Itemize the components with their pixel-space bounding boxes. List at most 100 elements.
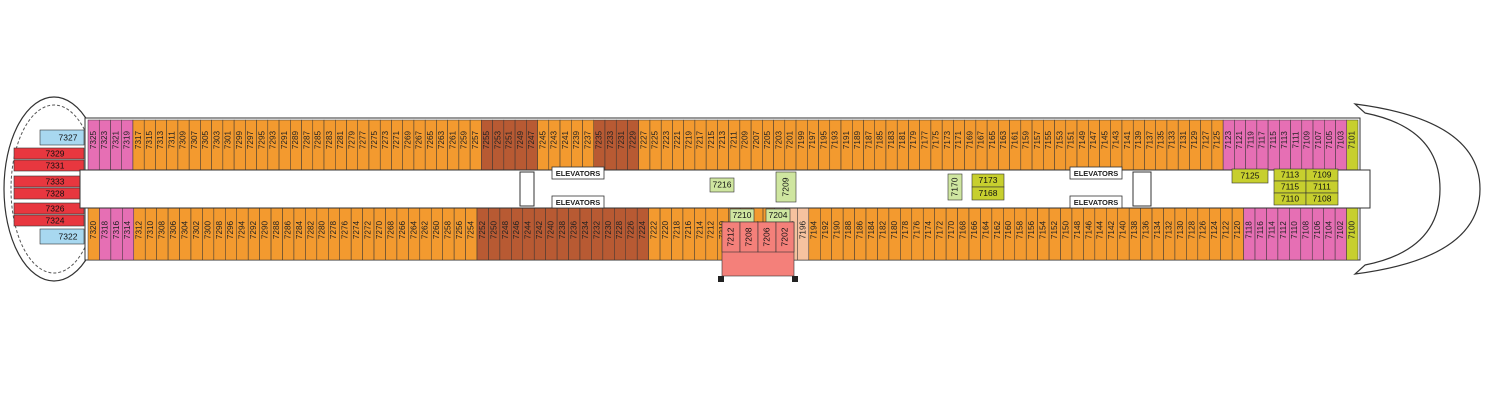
cabin-7107[interactable]: 7107	[1312, 119, 1325, 171]
cabin-7215[interactable]: 7215	[705, 119, 718, 171]
cabin-7305[interactable]: 7305	[200, 119, 212, 171]
cabin-7151[interactable]: 7151	[1065, 119, 1078, 171]
cabin-7307[interactable]: 7307	[188, 119, 201, 171]
cabin-7279[interactable]: 7279	[346, 119, 358, 171]
cabin-7265[interactable]: 7265	[424, 119, 437, 171]
cabin-7105[interactable]: 7105	[1324, 119, 1336, 171]
cabin-7100[interactable]: 7100	[1346, 207, 1359, 261]
cabin-7162[interactable]: 7162	[991, 207, 1004, 261]
cabin-7263[interactable]: 7263	[436, 119, 448, 171]
cabin-7197[interactable]: 7197	[807, 119, 819, 171]
cabin-7290[interactable]: 7290	[259, 207, 272, 261]
cabin-7187[interactable]: 7187	[863, 119, 875, 171]
cabin-7214[interactable]: 7214	[694, 207, 707, 261]
cabin-7170[interactable]: 7170	[947, 173, 963, 201]
cabin-7311[interactable]: 7311	[166, 119, 179, 171]
cabin-7103[interactable]: 7103	[1335, 119, 1348, 171]
suite-7322[interactable]: 7322	[39, 228, 85, 245]
cabin-7211[interactable]: 7211	[728, 119, 741, 171]
cabin-7180[interactable]: 7180	[888, 207, 901, 261]
cabin-7220[interactable]: 7220	[659, 207, 672, 261]
cabin-7313[interactable]: 7313	[155, 119, 167, 171]
cabin-7186[interactable]: 7186	[854, 207, 867, 261]
cabin-7276[interactable]: 7276	[339, 207, 352, 261]
cabin-7178[interactable]: 7178	[900, 207, 913, 261]
cabin-7176[interactable]: 7176	[911, 207, 924, 261]
cabin-7192[interactable]: 7192	[820, 207, 832, 261]
cabin-7292[interactable]: 7292	[247, 207, 260, 261]
cabin-7116[interactable]: 7116	[1254, 207, 1267, 261]
cabin-7115[interactable]: 7115	[1267, 119, 1280, 171]
cabin-7174[interactable]: 7174	[922, 207, 935, 261]
cabin-7152[interactable]: 7152	[1048, 207, 1061, 261]
cabin-7138[interactable]: 7138	[1128, 207, 1141, 261]
cabin-7226[interactable]: 7226	[625, 207, 638, 261]
cabin-7316[interactable]: 7316	[110, 207, 123, 261]
cabin-7280[interactable]: 7280	[316, 207, 329, 261]
cabin-7267[interactable]: 7267	[413, 119, 426, 171]
cabin-7125[interactable]: 7125	[1211, 119, 1224, 171]
cabin-7244[interactable]: 7244	[522, 207, 535, 261]
cabin-7300[interactable]: 7300	[202, 207, 215, 261]
cabin-7247[interactable]: 7247	[526, 119, 538, 171]
cabin-7131[interactable]: 7131	[1177, 119, 1190, 171]
cabin-7158[interactable]: 7158	[1014, 207, 1027, 261]
cabin-7146[interactable]: 7146	[1083, 207, 1096, 261]
cabin-7254[interactable]: 7254	[465, 207, 478, 261]
cabin-7166[interactable]: 7166	[968, 207, 981, 261]
cabin-7319[interactable]: 7319	[121, 119, 134, 171]
cabin-7177[interactable]: 7177	[919, 119, 932, 171]
cabin-7288[interactable]: 7288	[270, 207, 283, 261]
cabin-7156[interactable]: 7156	[1025, 207, 1038, 261]
cabin-7155[interactable]: 7155	[1043, 119, 1055, 171]
cabin-7175[interactable]: 7175	[930, 119, 943, 171]
cabin-7168[interactable]: 7168	[971, 186, 1005, 201]
cabin-7108[interactable]: 7108	[1300, 207, 1313, 261]
cabin-7115[interactable]: 7115	[1273, 180, 1307, 194]
cabin-7248[interactable]: 7248	[499, 207, 512, 261]
cabin-7262[interactable]: 7262	[419, 207, 432, 261]
cabin-7231[interactable]: 7231	[615, 119, 628, 171]
cabin-7124[interactable]: 7124	[1209, 207, 1221, 261]
cabin-7168[interactable]: 7168	[957, 207, 970, 261]
cabin-7205[interactable]: 7205	[762, 119, 774, 171]
cabin-7104[interactable]: 7104	[1323, 207, 1336, 261]
cabin-7310[interactable]: 7310	[144, 207, 157, 261]
cabin-7110[interactable]: 7110	[1289, 207, 1302, 261]
cabin-7188[interactable]: 7188	[842, 207, 855, 261]
cabin-7249[interactable]: 7249	[514, 119, 527, 171]
suite-7333[interactable]: 7333	[13, 175, 85, 188]
cabin-7209[interactable]: 7209	[739, 119, 752, 171]
cabin-7185[interactable]: 7185	[874, 119, 887, 171]
cabin-7210[interactable]: 7210	[729, 208, 755, 223]
cabin-7182[interactable]: 7182	[877, 207, 890, 261]
cabin-7110[interactable]: 7110	[1273, 192, 1307, 206]
cabin-7128[interactable]: 7128	[1186, 207, 1199, 261]
cabin-7179[interactable]: 7179	[908, 119, 920, 171]
cabin-7160[interactable]: 7160	[1003, 207, 1016, 261]
cabin-7235[interactable]: 7235	[593, 119, 606, 171]
cabin-7291[interactable]: 7291	[278, 119, 291, 171]
cabin-7309[interactable]: 7309	[177, 119, 190, 171]
cabin-7136[interactable]: 7136	[1140, 207, 1153, 261]
cabin-7312[interactable]: 7312	[133, 207, 146, 261]
cabin-7122[interactable]: 7122	[1220, 207, 1233, 261]
cabin-7239[interactable]: 7239	[571, 119, 583, 171]
cabin-7173[interactable]: 7173	[941, 119, 954, 171]
cabin-7206[interactable]: 7206	[757, 221, 777, 253]
cabin-7318[interactable]: 7318	[99, 207, 112, 261]
cabin-7163[interactable]: 7163	[998, 119, 1010, 171]
cabin-7269[interactable]: 7269	[402, 119, 415, 171]
cabin-7154[interactable]: 7154	[1037, 207, 1050, 261]
cabin-7157[interactable]: 7157	[1031, 119, 1044, 171]
cabin-7212[interactable]: 7212	[705, 207, 718, 261]
cabin-7228[interactable]: 7228	[614, 207, 626, 261]
cabin-7170[interactable]: 7170	[945, 207, 958, 261]
cabin-7139[interactable]: 7139	[1132, 119, 1145, 171]
suite-7324[interactable]: 7324	[13, 214, 85, 227]
cabin-7184[interactable]: 7184	[865, 207, 878, 261]
cabin-7159[interactable]: 7159	[1020, 119, 1033, 171]
cabin-7199[interactable]: 7199	[795, 119, 808, 171]
cabin-7165[interactable]: 7165	[986, 119, 999, 171]
cabin-7143[interactable]: 7143	[1110, 119, 1123, 171]
